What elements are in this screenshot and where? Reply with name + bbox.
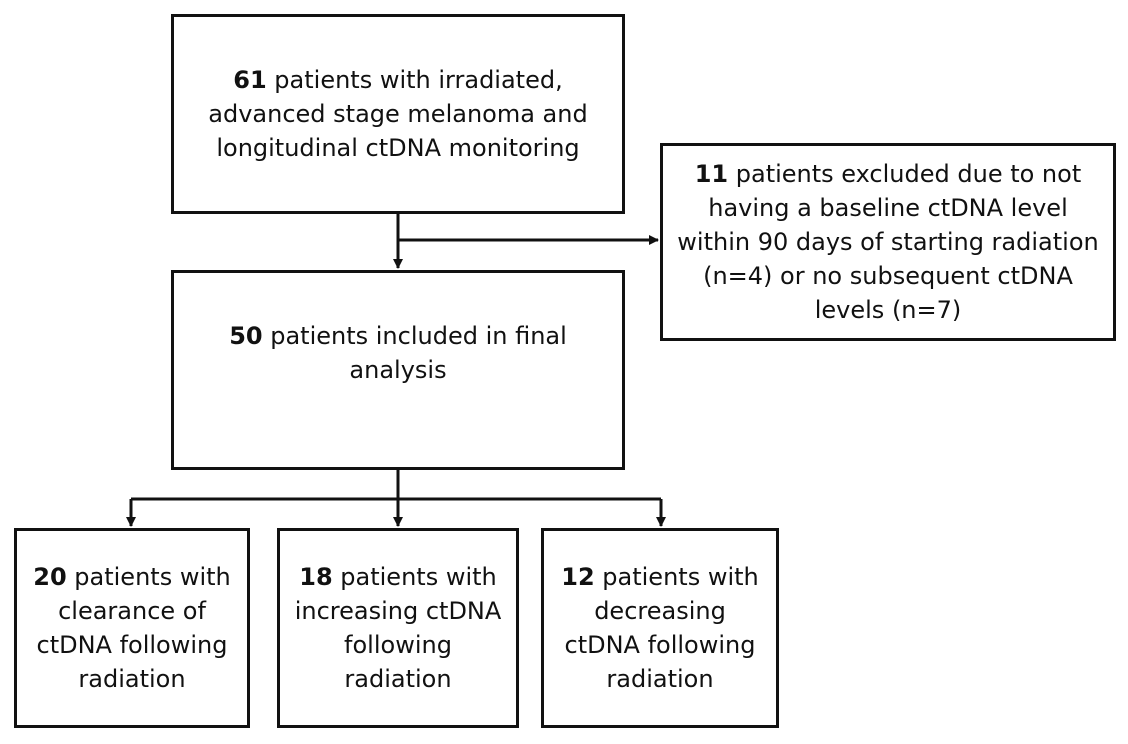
outcome-clearance-count: 20	[33, 563, 67, 591]
total-patients-box: 61 patients with irradiated, advanced st…	[171, 14, 625, 214]
outcome-increasing-description: patients with increasing ctDNA following…	[294, 563, 502, 693]
outcome-increasing-box: 18 patients with increasing ctDNA follow…	[277, 528, 519, 728]
excluded-patients-box: 11 patients excluded due to not having a…	[660, 143, 1116, 341]
outcome-decreasing-description: patients with decreasing ctDNA following…	[564, 563, 759, 693]
outcome-clearance-text: 20 patients with clearance of ctDNA foll…	[17, 560, 247, 696]
outcome-decreasing-text: 12 patients with decreasing ctDNA follow…	[544, 560, 776, 696]
included-patients-description: patients included in final analysis	[262, 322, 567, 384]
outcome-clearance-box: 20 patients with clearance of ctDNA foll…	[14, 528, 250, 728]
excluded-patients-text: 11 patients excluded due to not having a…	[663, 157, 1113, 327]
outcome-decreasing-box: 12 patients with decreasing ctDNA follow…	[541, 528, 779, 728]
outcome-decreasing-count: 12	[561, 563, 595, 591]
included-patients-box: 50 patients included in final analysis	[171, 270, 625, 470]
outcome-increasing-text: 18 patients with increasing ctDNA follow…	[280, 560, 516, 696]
total-patients-text: 61 patients with irradiated, advanced st…	[174, 63, 622, 165]
included-patients-count: 50	[229, 322, 263, 350]
total-patients-count: 61	[233, 66, 267, 94]
outcome-clearance-description: patients with clearance of ctDNA followi…	[36, 563, 231, 693]
outcome-increasing-count: 18	[299, 563, 333, 591]
total-patients-description: patients with irradiated, advanced stage…	[208, 66, 588, 162]
excluded-patients-description: patients excluded due to not having a ba…	[677, 160, 1099, 324]
included-patients-text: 50 patients included in final analysis	[174, 319, 622, 387]
excluded-patients-count: 11	[694, 160, 729, 188]
